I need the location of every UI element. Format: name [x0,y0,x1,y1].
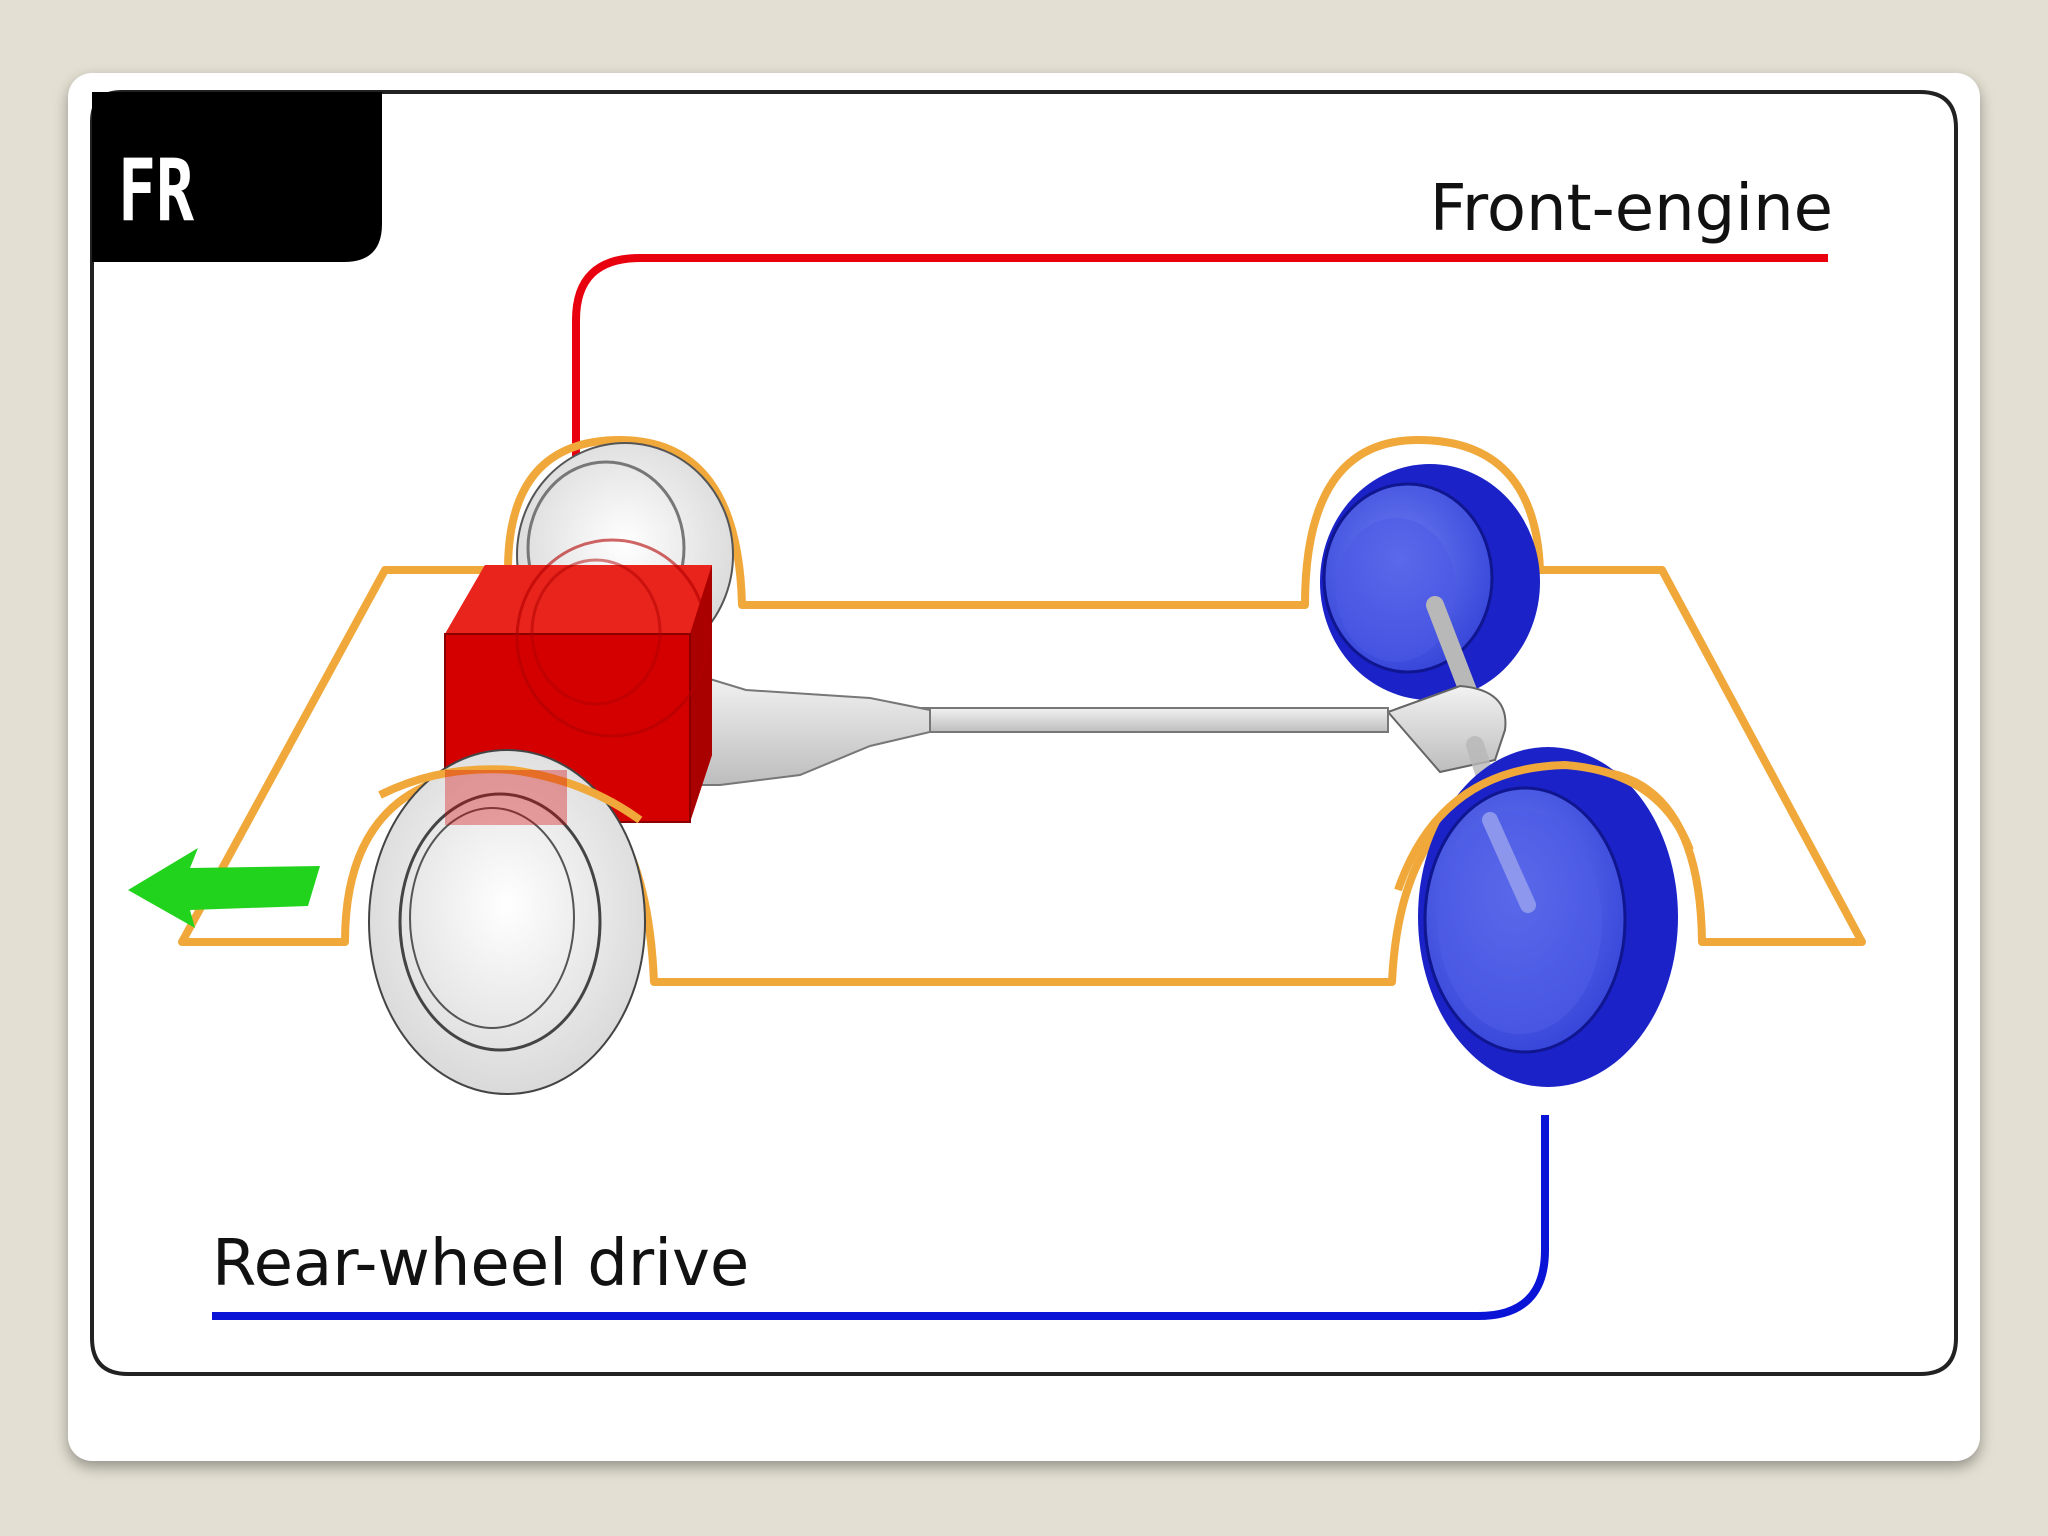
rear-wheel-far [1320,464,1540,700]
rear-wheel-drive-label: Rear-wheel drive [212,1227,749,1301]
front-wheel-near [368,749,646,1095]
fr-badge [92,92,382,262]
engine-callout-line [572,254,1828,545]
arrow-left-icon [128,848,320,928]
drive-callout-line [212,1115,1549,1320]
rear-wheel-near [1394,747,1694,1087]
front-engine-label: Front-engine [1430,172,1833,246]
fr-badge-text: FR [118,141,194,241]
propeller-shaft [699,674,1389,786]
